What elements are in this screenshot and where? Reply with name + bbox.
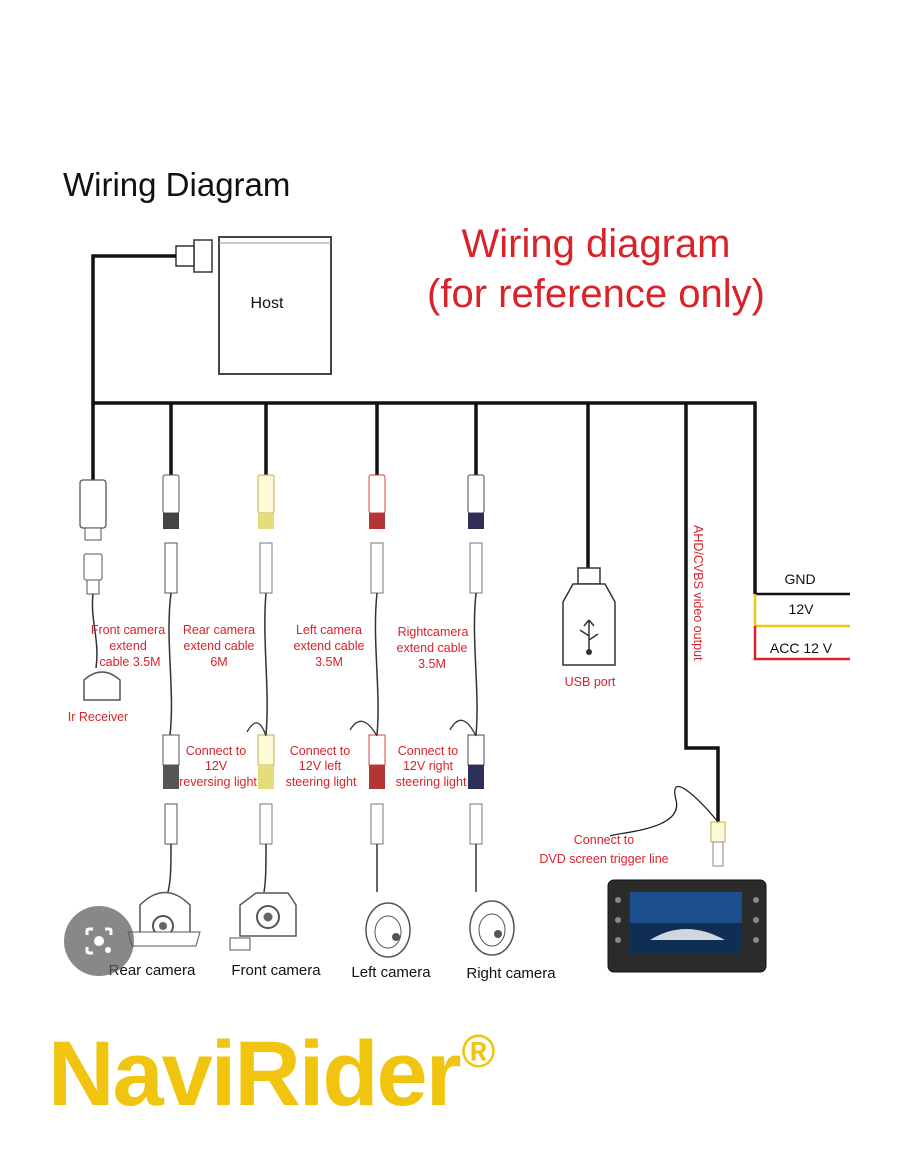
notice-line-2: (for reference only) — [427, 272, 765, 316]
svg-text:reversing light: reversing light — [179, 775, 257, 789]
trigger-leads — [246, 719, 477, 737]
svg-text:steering light: steering light — [396, 775, 467, 789]
svg-text:cable 3.5M: cable 3.5M — [99, 655, 160, 669]
svg-text:steering light: steering light — [286, 775, 357, 789]
svg-text:6M: 6M — [210, 655, 227, 669]
right-camera-label: Right camera — [466, 965, 556, 982]
svg-text:Rightcamera: Rightcamera — [398, 625, 469, 639]
left-connect-label: Connect to 12V left steering light — [286, 744, 357, 789]
svg-text:3.5M: 3.5M — [418, 657, 446, 671]
lens-icon — [85, 927, 113, 955]
left-camera-label: Left camera — [351, 964, 431, 981]
notice-line-1: Wiring diagram — [462, 222, 731, 266]
svg-text:Connect to: Connect to — [186, 744, 247, 758]
dvd-head-unit-icon — [607, 879, 767, 973]
brand-name: NaviRider — [48, 1023, 461, 1125]
svg-text:extend cable: extend cable — [184, 639, 255, 653]
trigger-label-1: Connect to — [574, 833, 635, 847]
main-bus — [91, 254, 757, 822]
usb-port-label: USB port — [565, 675, 616, 689]
host-connector — [193, 239, 213, 273]
svg-text:extend cable: extend cable — [294, 639, 365, 653]
svg-text:Left camera: Left camera — [296, 623, 362, 637]
rear-extend-cable — [162, 474, 180, 893]
rear-camera-icon — [127, 891, 201, 947]
usb-port-icon — [562, 567, 616, 666]
svg-text:Front camera: Front camera — [91, 623, 165, 637]
front-camera-label: Front camera — [231, 962, 321, 979]
front-extend-cable — [257, 474, 275, 893]
brand-logo: NaviRider® — [48, 1025, 496, 1120]
acc-label: ACC 12 V — [770, 640, 833, 656]
svg-text:extend cable: extend cable — [397, 641, 468, 655]
svg-text:3.5M: 3.5M — [315, 655, 343, 669]
svg-text:12V: 12V — [205, 759, 228, 773]
trigger-label-2: DVD screen trigger line — [539, 852, 668, 866]
right-extend-cable — [467, 474, 485, 892]
rear-connect-label: Connect to 12V reversing light — [179, 744, 257, 789]
front-camera-icon — [229, 892, 297, 951]
rear-extend-label: Rear camera extend cable 6M — [183, 623, 255, 669]
svg-text:extend: extend — [109, 639, 147, 653]
right-extend-label: Rightcamera extend cable 3.5M — [397, 625, 469, 671]
trigger-cable — [609, 785, 726, 867]
ir-branch — [79, 479, 121, 701]
v12-label: 12V — [789, 601, 815, 617]
page-title: Wiring Diagram — [63, 166, 290, 203]
svg-text:12V left: 12V left — [299, 759, 342, 773]
right-connect-label: Connect to 12V right steering light — [396, 744, 467, 789]
host-label: Host — [251, 295, 284, 312]
svg-text:Connect to: Connect to — [290, 744, 351, 758]
left-extend-cable — [368, 474, 386, 892]
left-camera-icon — [365, 902, 411, 958]
svg-text:Rear camera: Rear camera — [183, 623, 255, 637]
left-extend-label: Left camera extend cable 3.5M — [294, 623, 365, 669]
rear-camera-label: Rear camera — [109, 962, 196, 979]
svg-text:Connect to: Connect to — [398, 744, 459, 758]
ir-extend-label: Front camera extend cable 3.5M — [91, 623, 165, 669]
registered-mark: ® — [461, 1025, 496, 1078]
svg-text:12V right: 12V right — [403, 759, 454, 773]
ir-receiver-icon — [83, 671, 121, 701]
ir-receiver-label: Ir Receiver — [68, 710, 128, 724]
video-output-label: AHD/CVBS video output — [691, 525, 705, 661]
right-camera-icon — [469, 900, 515, 956]
host-unit: Host — [175, 236, 332, 375]
power-lines: GND 12V ACC 12 V — [753, 571, 850, 661]
gnd-label: GND — [784, 571, 815, 587]
lens-search-button[interactable] — [64, 906, 134, 976]
